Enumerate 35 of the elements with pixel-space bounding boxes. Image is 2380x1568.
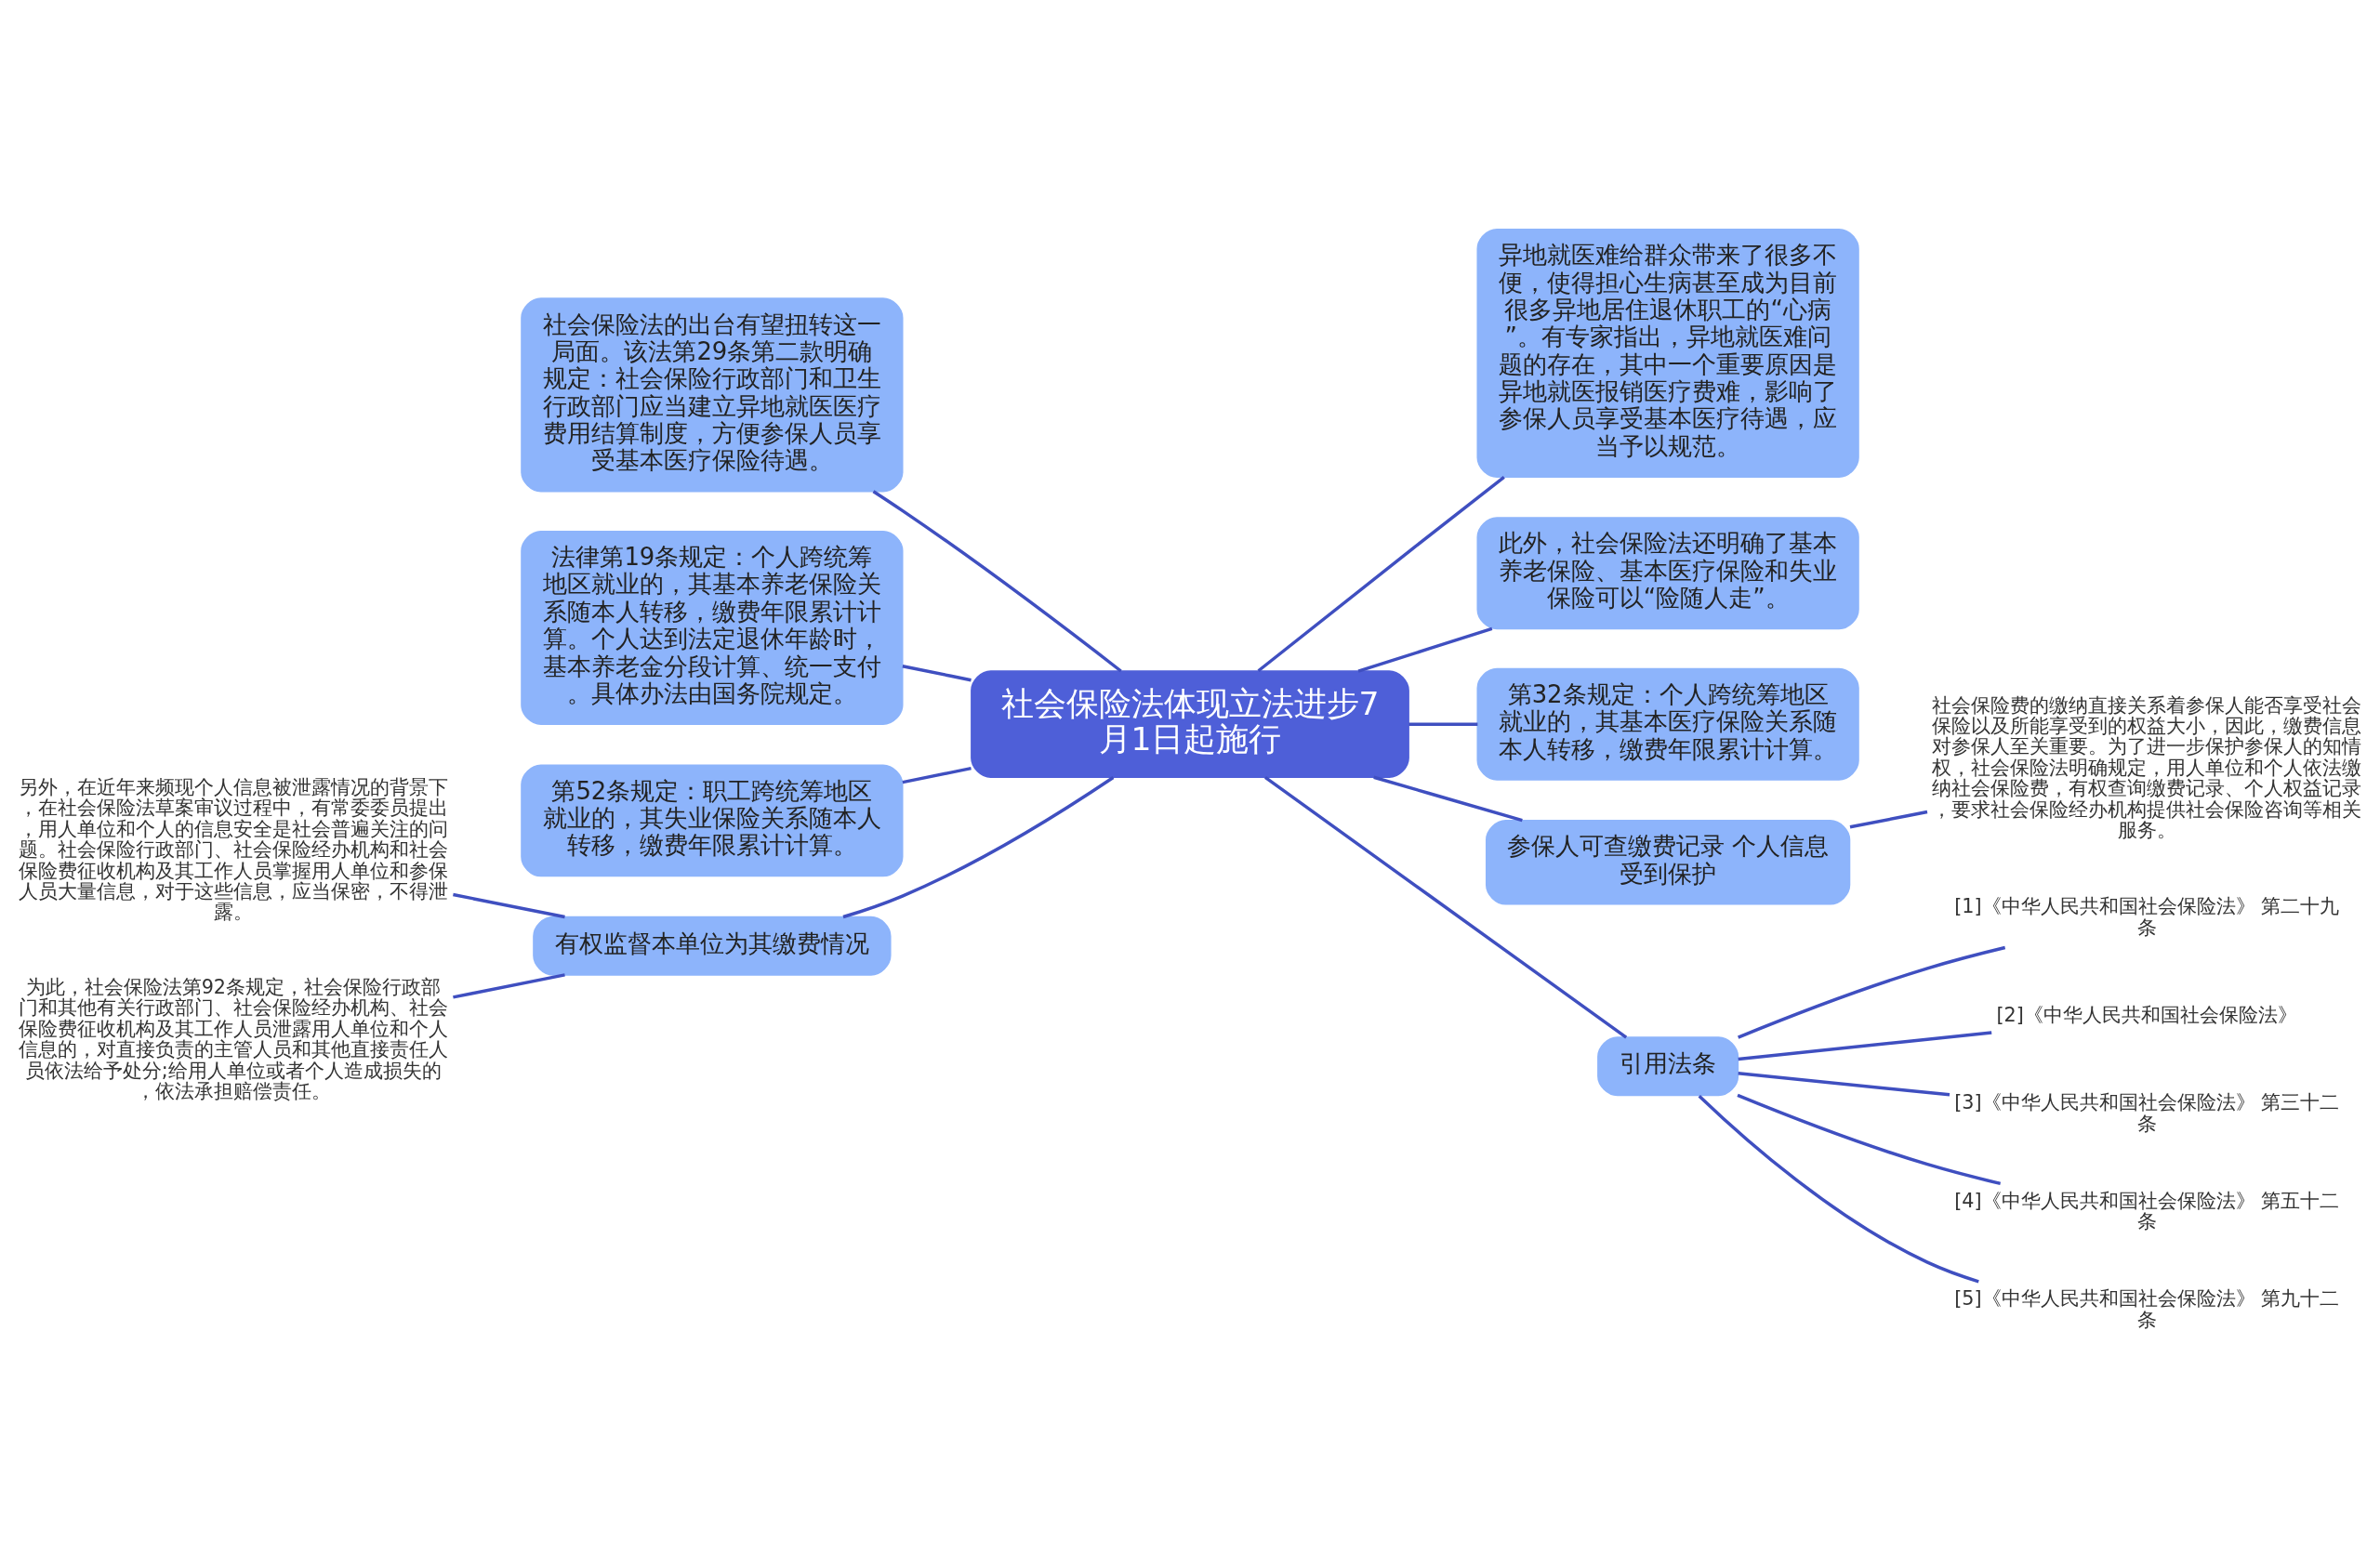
node-text: [3]《中华人民共和国社会保险法》 第三十二条 xyxy=(1954,1090,2340,1135)
connector xyxy=(1257,475,1505,672)
node-text: [5]《中华人民共和国社会保险法》 第九十二条 xyxy=(1954,1286,2340,1331)
node-box: 第52条规定：职工跨统筹地区就业的，其失业保险关系随本人转移，缴费年限累计计算。 xyxy=(521,763,904,876)
node-box: 有权监督本单位为其缴费情况 xyxy=(533,916,892,976)
node-box: 异地就医难给群众带来了很多不便，使得担心生病甚至成为目前很多异地居住退休职工的“心病”。有专家指出，异地就医难问题的存在，其中一个重要原因是异地就医报销医疗费难，影响了参保人员享受基本医疗待遇，应当予以规范。 xyxy=(1476,228,1859,478)
connector xyxy=(1738,945,2006,1039)
connector xyxy=(453,972,565,999)
node-box: 此外，社会保险法还明确了基本养老保险、基本医疗保险和失业保险可以“险随人走”。 xyxy=(1476,516,1859,629)
node-box: 第32条规定：个人跨统筹地区就业的，其基本医疗保险关系随本人转移，缴费年限累计计算。 xyxy=(1476,667,1859,781)
connector xyxy=(1849,810,1928,828)
connector xyxy=(1738,1030,1992,1061)
connector xyxy=(842,775,1115,918)
node-text: [4]《中华人民共和国社会保险法》 第五十二条 xyxy=(1954,1189,2340,1232)
node-box: 参保人可查缴费记录 个人信息受到保护 xyxy=(1486,819,1851,905)
node-text: 社会保险费的缴纳直接关系着参保人能否享受社会保险以及所能享受到的权益大小，因此，缴费信息对参保人至关重要。为了进一步保护参保人的知情权，社会保险法明确规定，用人单位和个人依法缴纳社会保险费，有权查询缴费记录、个人权益记录，要求社会保险经办机构提供社会保险咨询等相关服务。 xyxy=(1932,693,2362,841)
connector xyxy=(1263,775,1628,1039)
connector xyxy=(1357,626,1493,673)
connector xyxy=(902,664,972,681)
connector xyxy=(902,766,972,784)
connector xyxy=(1737,1093,2002,1185)
connector xyxy=(1698,1094,1979,1283)
connector xyxy=(453,892,565,918)
node-box: 社会保险法体现立法进步7月1日起施行 xyxy=(971,669,1409,778)
connector xyxy=(1738,1071,1950,1097)
node-text: 为此，社会保险法第92条规定，社会保险行政部门和其他有关行政部门、社会保险经办机构、社会保险费征收机构及其工作人员泄露用人单位和个人信息的，对直接负责的主管人员和其他直接责任人员依法给予处分;给用人单位或者个人造成损失的，依法承担赔偿责任。 xyxy=(18,975,448,1102)
connector xyxy=(1408,721,1478,726)
node-text: [2]《中华人民共和国社会保险法》 xyxy=(1996,1003,2297,1026)
node-box: 法律第19条规定：个人跨统筹地区就业的，其基本养老保险关系随本人转移，缴费年限累计计算。个人达到法定退休年龄时，基本养老金分段计算、统一支付。具体办法由国务院规定。 xyxy=(521,530,904,725)
node-box: 社会保险法的出台有望扭转这一局面。该法第29条第二款明确规定：社会保险行政部门和卫生行政部门应当建立异地就医医疗费用结算制度，方便参保人员享受基本医疗保险待遇。 xyxy=(521,296,904,492)
node-box: 引用法条 xyxy=(1597,1035,1739,1096)
node-text: [1]《中华人民共和国社会保险法》 第二十九条 xyxy=(1954,894,2340,939)
node-text: 另外，在近年来频现个人信息被泄露情况的背景下，在社会保险法草案审议过程中，有常委委员提出，用人单位和个人的信息安全是社会普遍关注的问题。社会保险行政部门、社会保险经办机构和社会保险费征收机构及其工作人员掌握用人单位和参保人员大量信息，对于这些信息，应当保密，不得泄露。 xyxy=(18,775,448,923)
connector xyxy=(872,489,1122,672)
connector xyxy=(1373,775,1523,822)
